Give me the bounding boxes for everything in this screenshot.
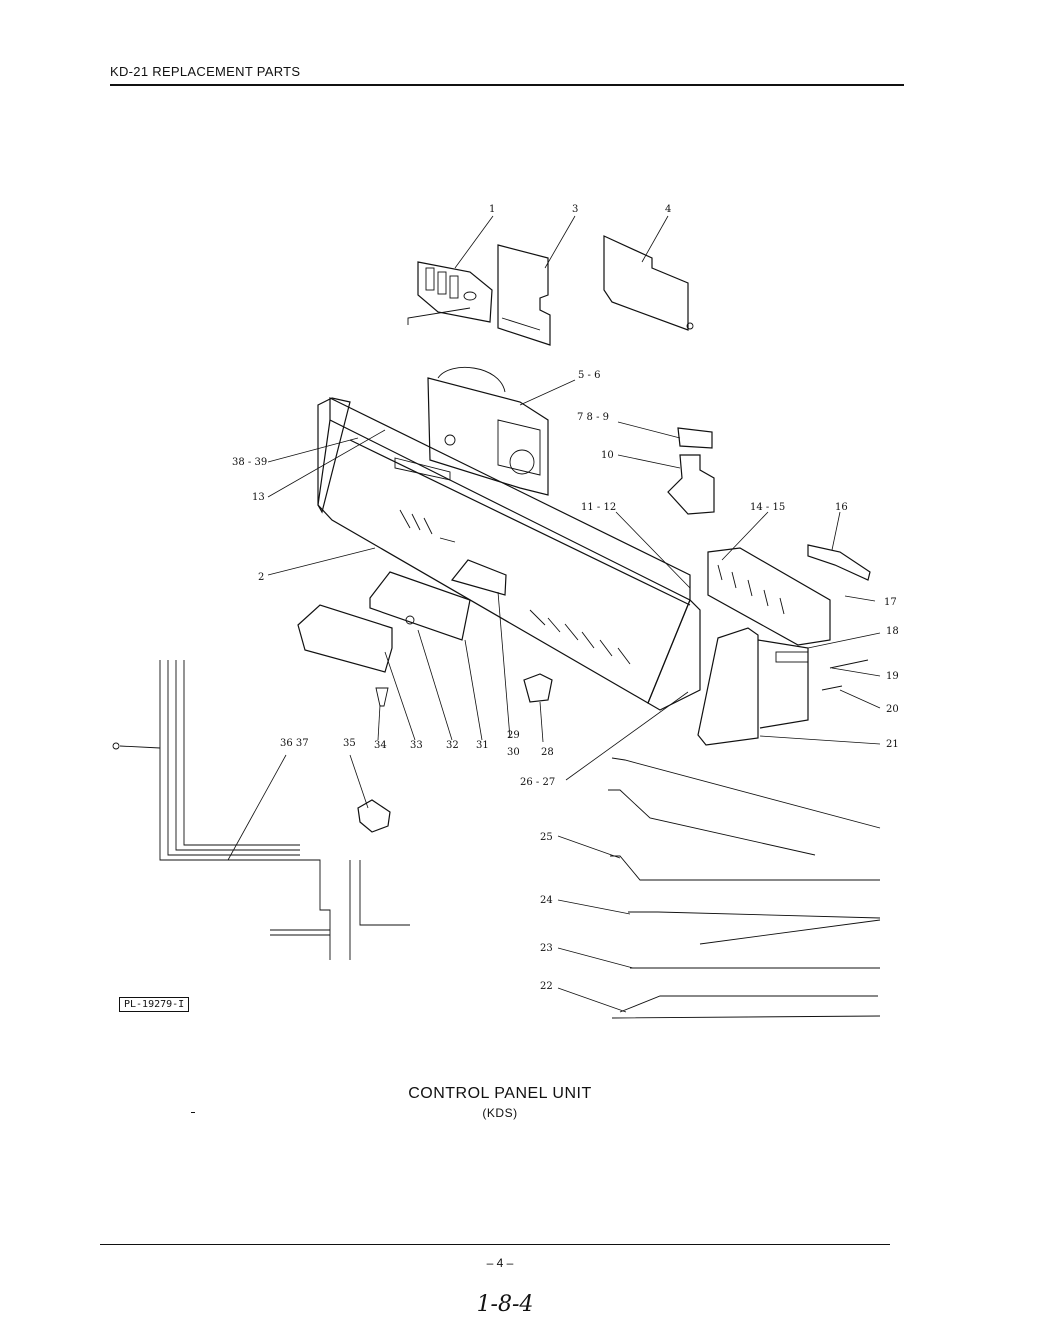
callout-33: 33 — [410, 740, 423, 751]
callout-32: 32 — [446, 740, 459, 751]
stray-mark — [191, 1112, 195, 1113]
callout-26-27: 26 - 27 — [520, 777, 555, 788]
callout-38-39: 38 - 39 — [232, 457, 267, 468]
part-5-6-timer-unit — [427, 366, 549, 496]
callout-2: 2 — [258, 572, 264, 583]
callout-29: 29 — [507, 730, 520, 741]
callout-labels: 1 3 4 5 - 6 7 8 - 9 10 11 - 12 14 - 15 1… — [232, 204, 899, 992]
callout-28: 28 — [541, 747, 554, 758]
leader-lines — [227, 215, 881, 1013]
wire-leads-22-27 — [608, 757, 881, 1019]
part-3-circuit-plate — [497, 244, 551, 346]
callout-19: 19 — [886, 671, 899, 682]
callout-14-15: 14 - 15 — [750, 502, 785, 513]
callout-5-6: 5 - 6 — [578, 370, 600, 381]
callout-7-8-9: 7 8 - 9 — [577, 412, 609, 423]
callout-36-37: 36 37 — [280, 738, 309, 749]
callout-18: 18 — [886, 626, 899, 637]
callout-1: 1 — [489, 204, 495, 215]
figure-subtitle: (KDS) — [482, 1106, 518, 1120]
callout-21: 21 — [886, 739, 899, 750]
handwritten-page-code: 1-8-4 — [476, 1292, 534, 1317]
callout-31: 31 — [476, 740, 489, 751]
main-control-panel — [317, 397, 701, 711]
part-4-cover-plate — [603, 235, 694, 331]
wire-harness-36-37 — [112, 660, 410, 960]
part-16-lever — [807, 544, 871, 581]
part-1-switch-board — [407, 261, 493, 325]
figure-reference-number: PL-19279-I — [119, 997, 190, 1012]
callout-30: 30 — [507, 747, 520, 758]
callout-17: 17 — [884, 597, 897, 608]
part-31-32-handle — [369, 571, 471, 641]
callout-13: 13 — [252, 492, 265, 503]
part-29-30-bracket — [450, 559, 507, 596]
callout-3: 3 — [572, 204, 578, 215]
page-header: KD-21 REPLACEMENT PARTS — [110, 64, 904, 86]
part-14-15-switch-block — [707, 547, 831, 646]
part-21-side-bracket — [697, 627, 809, 746]
callout-16: 16 — [835, 502, 848, 513]
part-34-clip — [375, 687, 389, 707]
footer-rule — [100, 1244, 890, 1245]
part-19-20-screws — [821, 659, 869, 691]
header-rule — [110, 84, 904, 86]
callout-4: 4 — [665, 204, 671, 215]
callout-20: 20 — [886, 704, 899, 715]
callout-34: 34 — [374, 740, 387, 751]
part-28-knob — [523, 673, 553, 703]
part-7-10-knob-assembly — [667, 427, 715, 515]
callout-10: 10 — [601, 450, 614, 461]
callout-11-12: 11 - 12 — [581, 502, 616, 513]
figure-title: CONTROL PANEL UNIT — [408, 1085, 592, 1102]
callout-35: 35 — [343, 738, 356, 749]
callout-24: 24 — [540, 895, 553, 906]
part-33-push-pad — [297, 604, 393, 673]
callout-23: 23 — [540, 943, 553, 954]
callout-25: 25 — [540, 832, 553, 843]
page-number: – 4 – — [486, 1256, 514, 1270]
header-title: KD-21 REPLACEMENT PARTS — [110, 64, 301, 79]
callout-22: 22 — [540, 981, 553, 992]
part-35-fastener — [357, 799, 391, 833]
